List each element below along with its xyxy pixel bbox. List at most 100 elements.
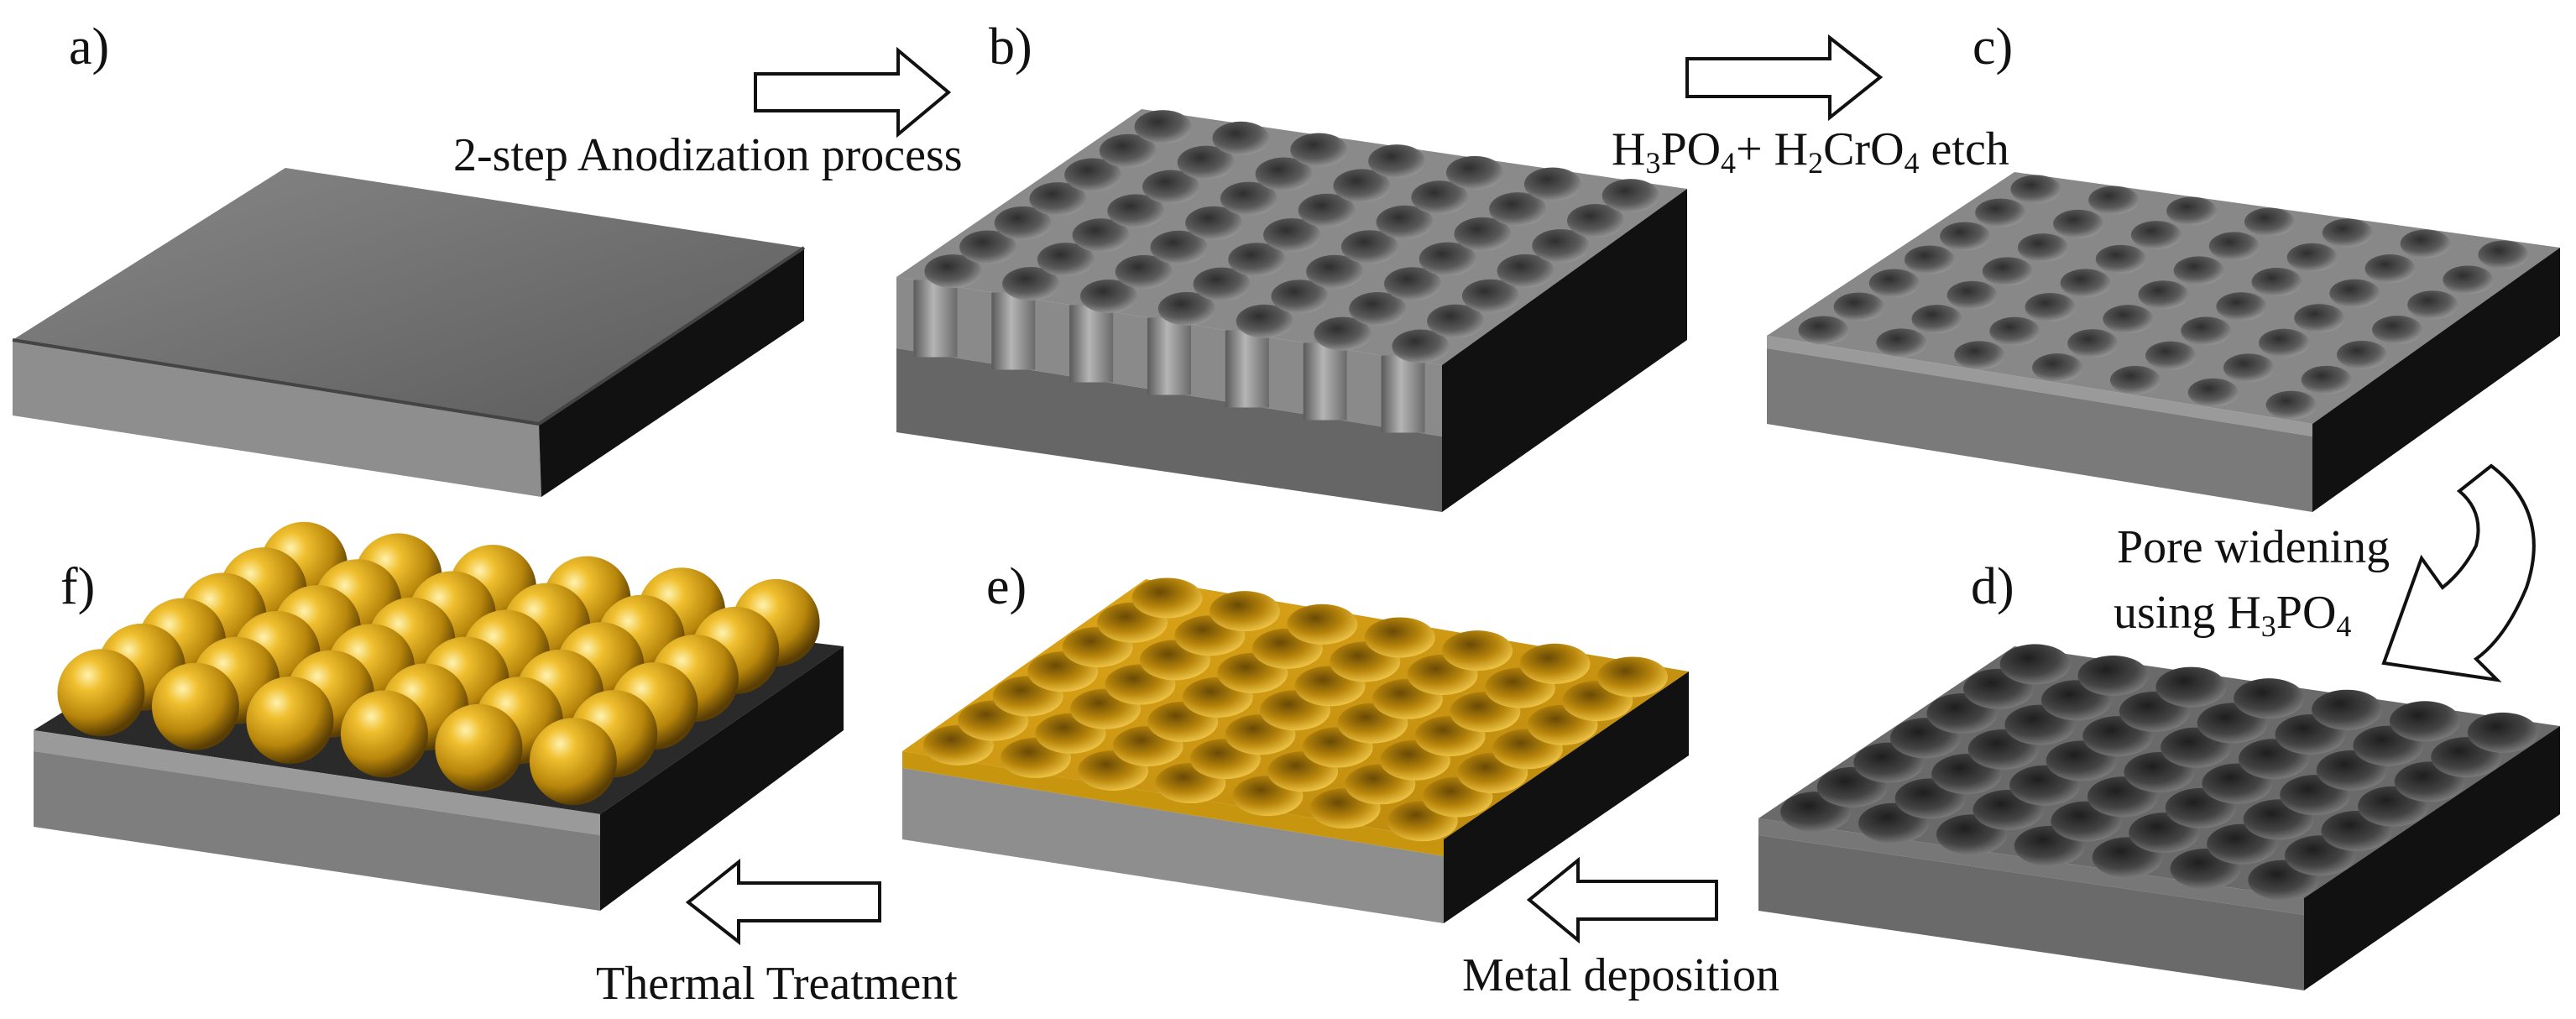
pore [2244, 207, 2295, 237]
panel-a-slab [12, 168, 806, 497]
panel-label-a: a) [69, 18, 110, 76]
pore [1989, 316, 2040, 346]
pore [1220, 181, 1278, 216]
pore [1497, 253, 1554, 288]
pore [1427, 304, 1485, 338]
gold-sphere [246, 676, 334, 764]
step-thermal: Thermal Treatment [596, 958, 958, 1010]
pore-column [1069, 305, 1114, 383]
pore [1446, 155, 1503, 190]
pore [1364, 617, 1435, 658]
pore [2364, 254, 2416, 284]
pore [1461, 279, 1519, 313]
pore [2103, 305, 2154, 334]
pore [1134, 110, 1192, 144]
pore-array-d [1780, 644, 2538, 901]
pore [1263, 218, 1320, 252]
pore [2181, 316, 2232, 346]
pore [2312, 689, 2383, 730]
pore [1209, 591, 1280, 632]
pore [2372, 316, 2423, 345]
pore-column [1225, 330, 1269, 408]
pore [2053, 209, 2104, 238]
pore [1798, 316, 1849, 345]
panel-label-e: e) [986, 558, 1027, 615]
pore [1384, 267, 1441, 301]
pore [1150, 230, 1208, 264]
pore [2234, 678, 2305, 719]
pore-column [1147, 317, 1191, 395]
pore [2301, 365, 2352, 395]
pore [2251, 267, 2302, 296]
pore [2286, 243, 2338, 272]
pore [2067, 329, 2119, 358]
pore [1940, 222, 1991, 251]
left-arrow-icon [1526, 856, 1718, 944]
pore [1376, 205, 1434, 239]
pore [2443, 265, 2494, 295]
pore [2216, 292, 2267, 321]
pore [2155, 666, 2227, 708]
pore [1954, 341, 2005, 370]
gold-sphere [435, 703, 523, 792]
pore [1602, 179, 1659, 213]
panel-f-nanospheres [34, 521, 844, 911]
pore-array-c [1798, 175, 2529, 420]
pore [2294, 304, 2345, 333]
pore [2389, 701, 2460, 742]
pore [924, 254, 982, 289]
pore [1411, 180, 1469, 215]
pore [1904, 245, 1955, 274]
pore [2187, 378, 2239, 407]
step-deposition: Metal deposition [1462, 949, 1779, 1001]
pore [1833, 292, 1884, 321]
pore [1532, 228, 1590, 263]
pore [2265, 390, 2317, 420]
pore [1368, 144, 1426, 179]
pore [1099, 133, 1157, 168]
pore [2145, 341, 2197, 370]
gold-sphere-array [57, 521, 820, 806]
pore [1519, 643, 1591, 684]
pore [994, 206, 1052, 240]
pore [1876, 328, 1927, 358]
pore [2478, 240, 2529, 269]
pore [1333, 169, 1391, 203]
pore [1454, 217, 1512, 251]
gold-sphere [340, 690, 428, 778]
pore [2223, 353, 2274, 383]
pore [1002, 267, 1060, 301]
pore [1142, 170, 1199, 204]
pore [1290, 133, 1348, 167]
pore [2322, 218, 2373, 248]
pore [2109, 365, 2161, 395]
panel-c-etched [1767, 172, 2560, 512]
panel-label-b: b) [989, 18, 1032, 76]
pore [1982, 257, 2033, 286]
pore [1567, 204, 1624, 238]
gold-sphere [529, 718, 617, 806]
pore [2336, 340, 2387, 369]
pore [1064, 158, 1122, 192]
pore [1314, 316, 1372, 351]
pore-column [991, 292, 1036, 370]
right-arrow-icon [754, 46, 952, 138]
pore [1911, 305, 1962, 334]
pore-column [913, 280, 958, 358]
pore-column [1381, 355, 1425, 433]
pore [1029, 182, 1087, 217]
pore [2130, 221, 2182, 250]
pore [1107, 194, 1165, 228]
curved-down-arrow-icon [2381, 463, 2536, 682]
step-anodization: 2-step Anodization process [453, 129, 963, 181]
panel-label-c: c) [1972, 18, 2014, 76]
step-widening-line2: using H3PO4 [2114, 587, 2352, 643]
panel-e-gold-film [902, 577, 1689, 923]
pore [1185, 206, 1243, 240]
pore [2259, 328, 2310, 358]
pore [1419, 242, 1476, 276]
pore [2173, 256, 2224, 285]
pore [1271, 280, 1329, 314]
pore [1255, 157, 1313, 191]
